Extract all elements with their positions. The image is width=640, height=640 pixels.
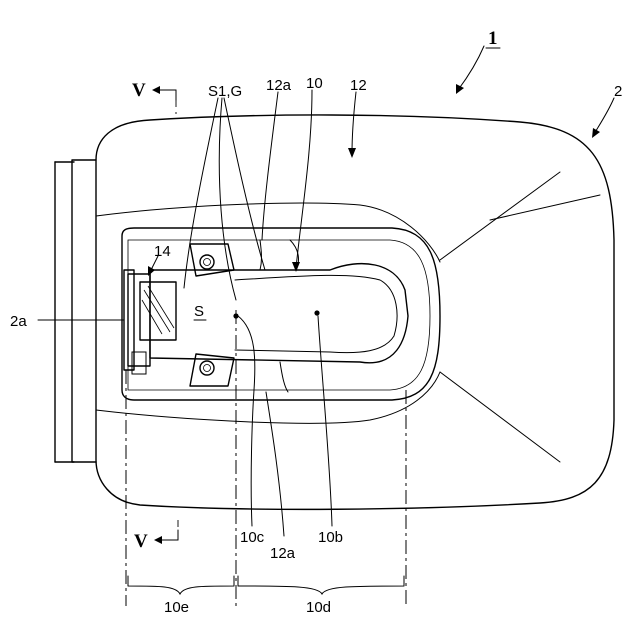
brace-10e bbox=[128, 576, 234, 594]
section-mark-bottom bbox=[154, 520, 178, 544]
insert-bottom-sweep bbox=[280, 362, 288, 392]
leader-10c bbox=[238, 316, 255, 526]
leader-12 bbox=[352, 92, 356, 154]
label-space: S bbox=[194, 303, 204, 320]
label-s1g: S1,G bbox=[208, 83, 242, 100]
arrow-1 bbox=[456, 84, 464, 94]
rim-right-diag-top bbox=[440, 172, 560, 260]
leader-12a-bottom bbox=[266, 392, 284, 536]
leader-s1g-c bbox=[224, 98, 265, 270]
label-10b: 10b bbox=[318, 529, 343, 546]
label-cover: 12 bbox=[350, 77, 367, 94]
label-flange: 2a bbox=[10, 313, 27, 330]
rim-upper-contour bbox=[96, 203, 440, 262]
label-range-e: 10e bbox=[164, 599, 189, 616]
point-10b-dot bbox=[314, 310, 319, 315]
insert-outline bbox=[150, 264, 408, 363]
label-12a-bottom: 12a bbox=[270, 545, 296, 562]
rim-right-diag-top2 bbox=[490, 195, 600, 220]
body-outline bbox=[96, 115, 614, 509]
label-assembly: 1 bbox=[488, 28, 498, 49]
arrow-14 bbox=[148, 266, 155, 276]
label-10c: 10c bbox=[240, 529, 265, 546]
leader-10 bbox=[296, 90, 312, 268]
section-mark-top bbox=[152, 86, 176, 114]
arrow-2 bbox=[592, 128, 600, 138]
brace-10d bbox=[238, 576, 404, 594]
label-range-d: 10d bbox=[306, 599, 331, 616]
label-section-top: V bbox=[132, 80, 146, 101]
bowl-opening-inner bbox=[128, 240, 430, 390]
rim-right-diag-bottom bbox=[440, 372, 560, 462]
label-insert: 10 bbox=[306, 75, 323, 92]
label-section-bottom: V bbox=[134, 531, 148, 552]
arrow-12 bbox=[348, 148, 356, 158]
leader-10b bbox=[318, 316, 332, 526]
leader-12a-top bbox=[262, 92, 278, 240]
label-12a-top: 12a bbox=[266, 77, 292, 94]
leader-1 bbox=[458, 46, 484, 90]
label-part-14: 14 bbox=[154, 243, 171, 260]
leader-2 bbox=[594, 98, 614, 134]
label-body: 2 bbox=[614, 83, 622, 100]
body-flange bbox=[72, 160, 96, 462]
rim-lower-contour bbox=[96, 372, 440, 423]
